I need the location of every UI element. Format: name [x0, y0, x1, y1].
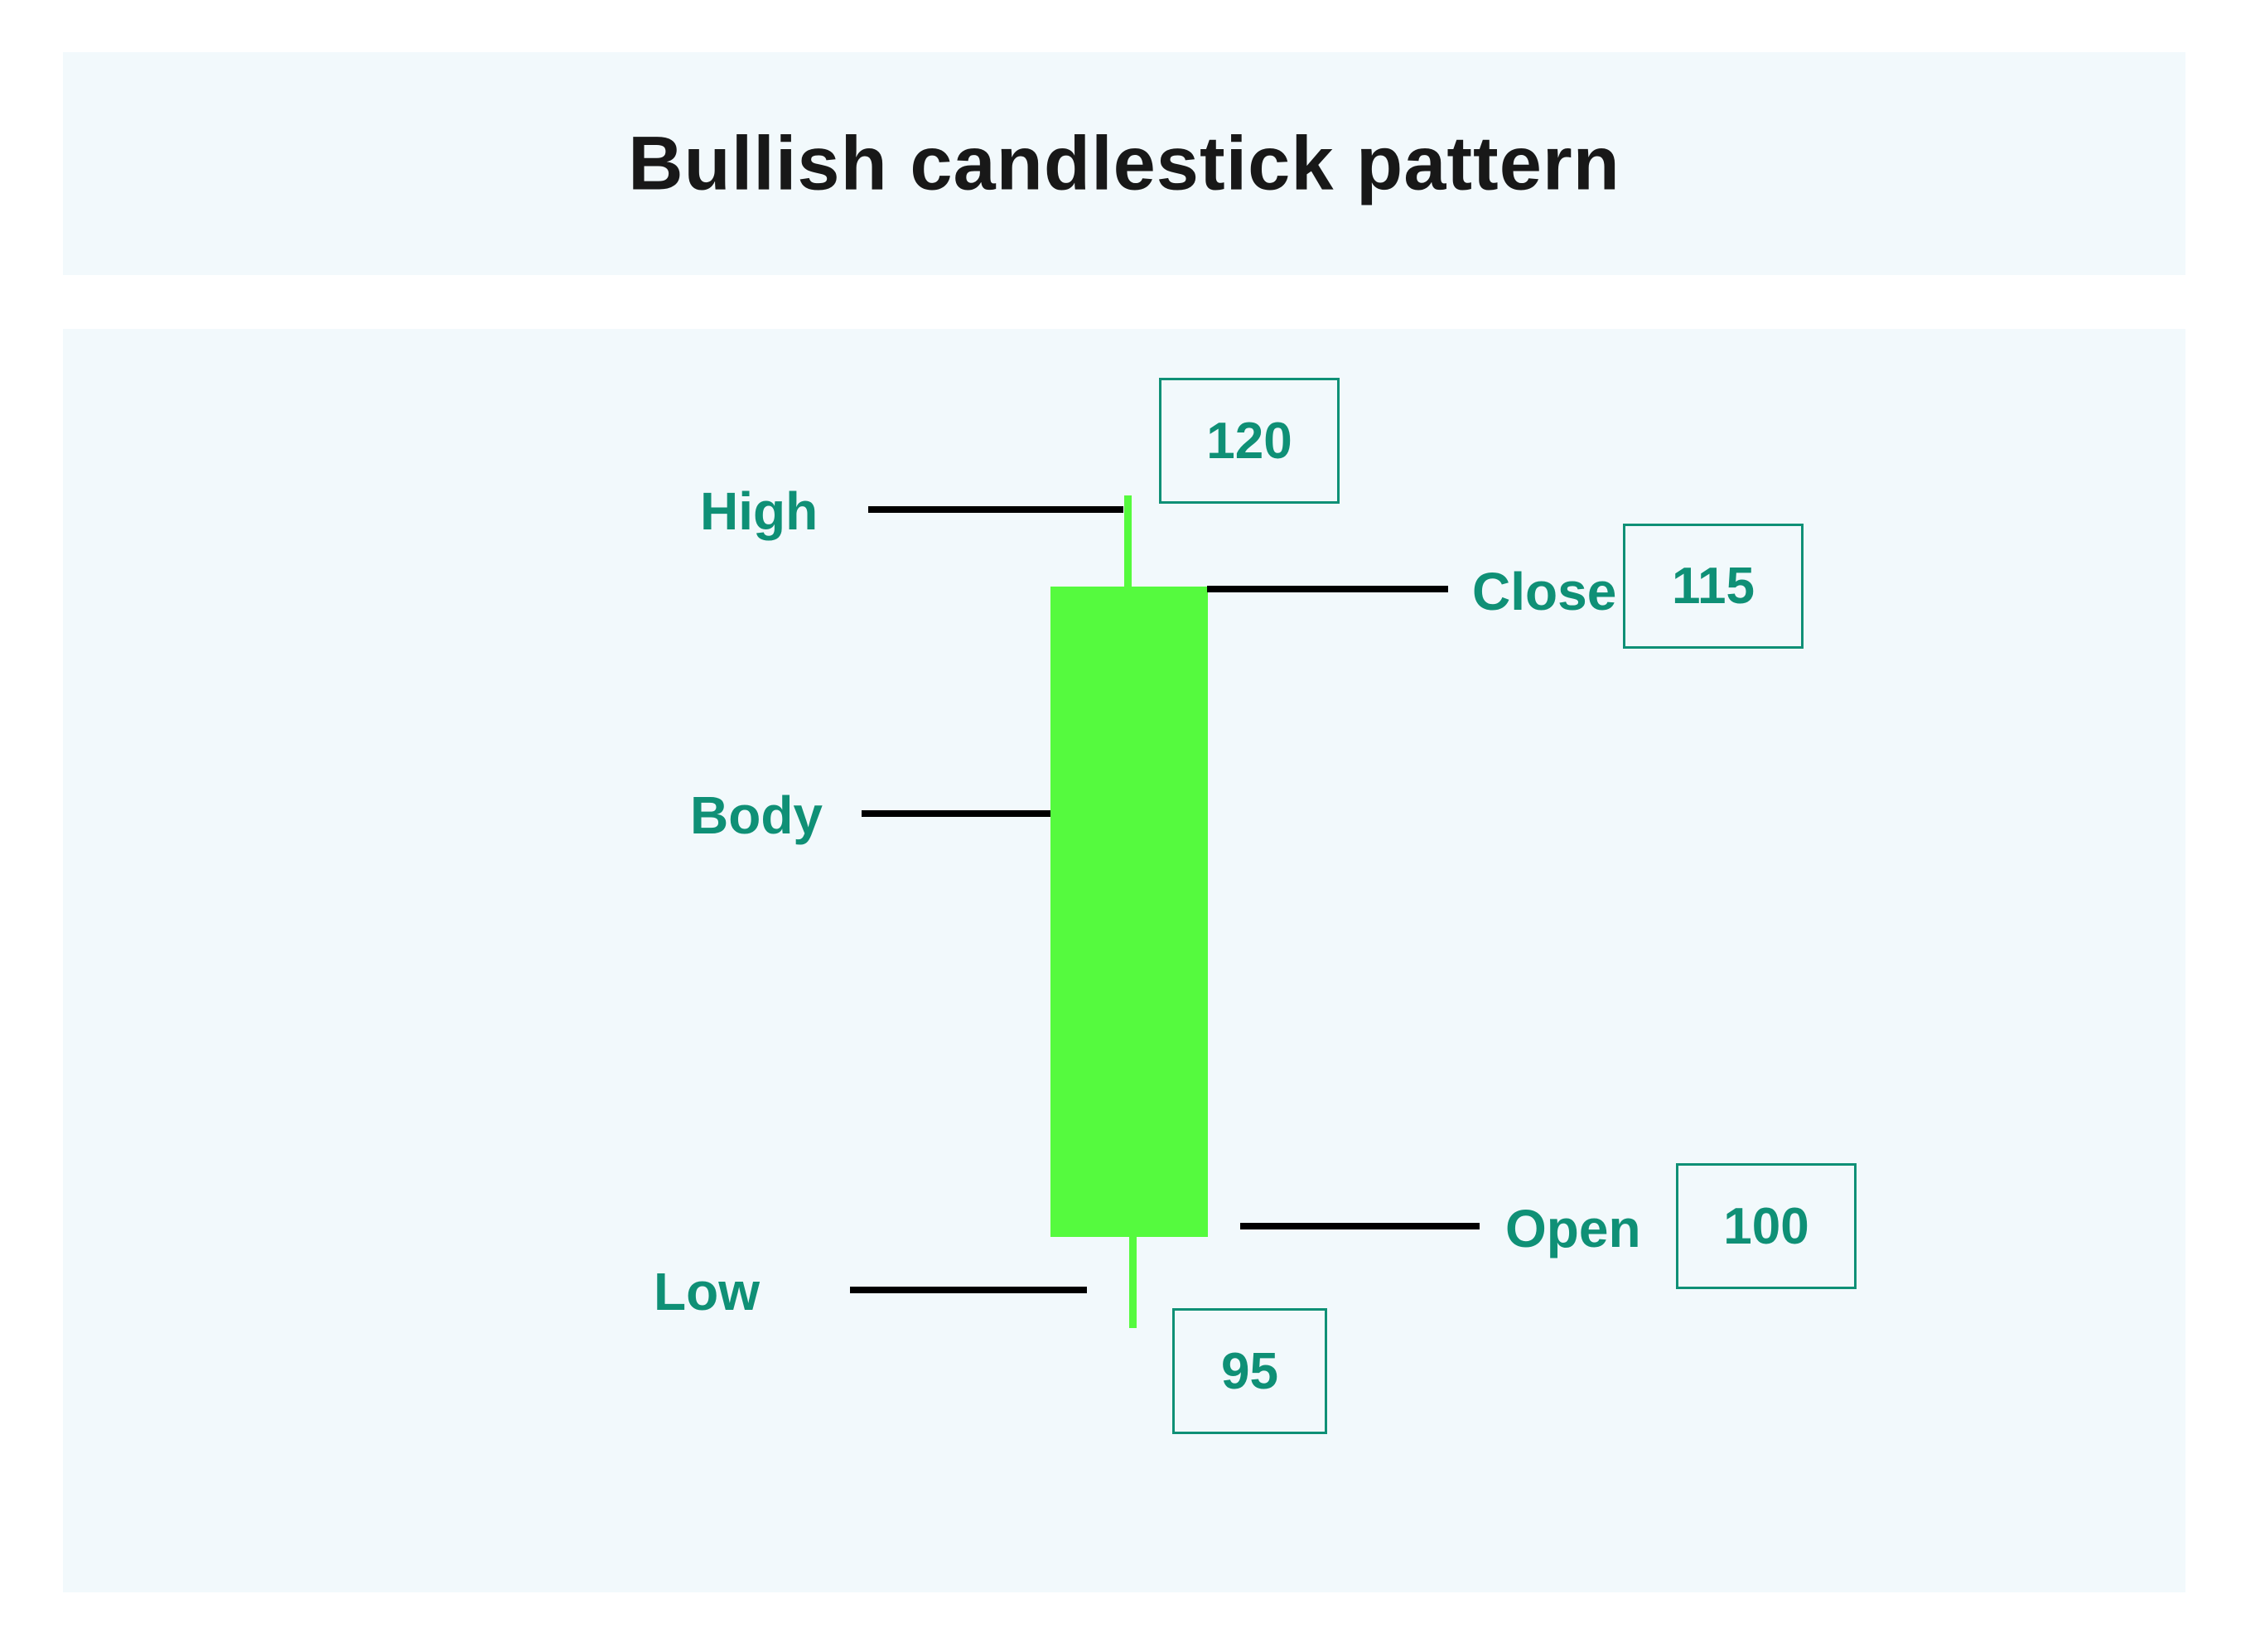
candle-upper-wick — [1124, 495, 1132, 588]
low-label: Low — [654, 1262, 760, 1321]
close-pointer-line — [1207, 586, 1448, 592]
high-value-box: 120 — [1159, 378, 1340, 504]
close-label: Close — [1472, 562, 1617, 621]
candle-lower-wick — [1129, 1235, 1137, 1328]
high-value: 120 — [1206, 412, 1292, 470]
body-label: Body — [690, 785, 823, 845]
high-pointer-line — [868, 506, 1123, 513]
open-value-box: 100 — [1676, 1163, 1857, 1289]
low-pointer-line — [850, 1287, 1087, 1293]
candle-body — [1050, 587, 1208, 1237]
low-value-box: 95 — [1172, 1308, 1327, 1434]
low-value: 95 — [1221, 1342, 1278, 1400]
high-label: High — [700, 481, 819, 541]
close-value-box: 115 — [1623, 524, 1804, 649]
close-value: 115 — [1671, 558, 1755, 615]
page-title: Bullish candlestick pattern — [628, 121, 1620, 205]
body-pointer-line — [862, 810, 1050, 817]
open-label: Open — [1505, 1199, 1641, 1258]
open-pointer-line — [1240, 1223, 1480, 1229]
title-panel: Bullish candlestick pattern — [63, 52, 2185, 275]
open-value: 100 — [1723, 1197, 1809, 1255]
